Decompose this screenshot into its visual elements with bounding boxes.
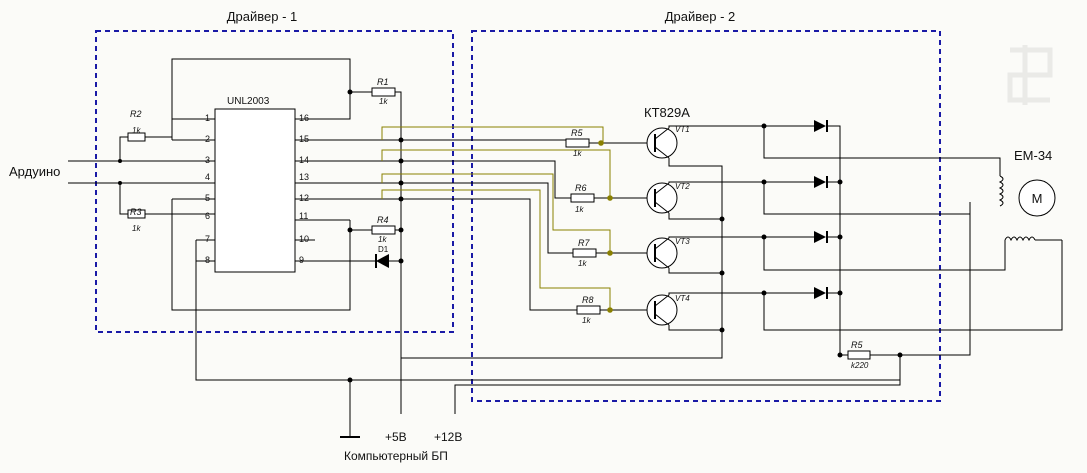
transistor-type: КТ829А	[644, 105, 690, 120]
junctions	[347, 89, 404, 383]
stage-2: R6 1k VT2	[570, 182, 690, 214]
junction	[607, 195, 613, 201]
r3-value: 1k	[132, 224, 141, 233]
r1-ref: R1	[377, 77, 389, 87]
stage-r-value: 1k	[582, 316, 591, 325]
r1-resistor	[371, 87, 396, 97]
emitter-collector-wires	[401, 125, 1063, 414]
motor-coils	[998, 175, 1062, 242]
ic-pin-number: 11	[299, 211, 308, 221]
motor-symbol	[1018, 179, 1056, 217]
olive-wires	[381, 126, 611, 310]
r4-resistor	[371, 225, 396, 235]
ic-pin-number: 14	[299, 155, 309, 165]
ic-pin-number: 9	[299, 255, 304, 265]
ic-pin-number: 5	[205, 193, 210, 203]
r6-resistor	[570, 193, 595, 203]
r3-ref: R3	[130, 207, 142, 217]
ic-pin-number: 2	[205, 134, 210, 144]
junction	[118, 159, 122, 163]
stage-1: R5 1k VT1	[565, 125, 690, 159]
vt2-transistor	[646, 182, 678, 214]
stage-r-ref: R8	[582, 295, 594, 305]
r2-value: 1k	[132, 126, 141, 135]
motor-name: ЕМ-34	[1014, 148, 1052, 163]
junction	[607, 250, 613, 256]
r2-resistor	[127, 132, 146, 142]
stage-r-ref: R7	[578, 238, 590, 248]
vt1-transistor	[646, 127, 678, 159]
stage-r-value: 1k	[573, 149, 582, 158]
ic-pin-number: 6	[205, 211, 210, 221]
ic-pin-number: 13	[299, 172, 309, 182]
junction	[598, 140, 604, 146]
arduino-label: Ардуино	[9, 164, 60, 179]
r3-resistor	[127, 209, 146, 219]
ic-pin-number: 12	[299, 193, 309, 203]
junction	[607, 307, 613, 313]
junctions-d2	[719, 123, 903, 358]
arduino-input-wires	[68, 160, 215, 184]
vt-ref: VT3	[675, 237, 690, 246]
output-wires	[390, 139, 577, 311]
r4-value: 1k	[378, 235, 387, 244]
ic-pin-number: 4	[205, 172, 210, 182]
watermark-logo	[1007, 45, 1053, 105]
d1-diode	[375, 254, 401, 268]
ic-loop-wires	[171, 58, 722, 437]
v5-label: +5В	[385, 430, 407, 444]
stage-3: R7 1k VT3	[572, 237, 690, 269]
r-sense-resistor	[847, 350, 871, 360]
r5-resistor	[565, 138, 590, 148]
r-sense-value: k220	[851, 361, 869, 370]
ic-pin-number: 16	[299, 113, 309, 123]
uln2003-chip	[214, 108, 296, 273]
d1-ref: D1	[378, 245, 389, 254]
driver1-title: Драйвер - 1	[227, 9, 298, 24]
stage-4: R8 1k VT4	[576, 294, 690, 326]
ic-name: UNL2003	[227, 96, 270, 107]
vt-ref: VT4	[675, 294, 690, 303]
ic-pin-number: 3	[205, 155, 210, 165]
vt-ref: VT2	[675, 182, 690, 191]
ic-pin-number: 8	[205, 255, 210, 265]
flyback-diodes	[814, 120, 828, 299]
ic-right-pin-leads	[295, 118, 400, 262]
vt3-transistor	[646, 237, 678, 269]
vt-ref: VT1	[675, 125, 690, 134]
r7-resistor	[572, 248, 597, 258]
driver1-frame	[95, 30, 454, 333]
r8-resistor	[576, 305, 601, 315]
r-sense-ref: R5	[851, 340, 863, 350]
ic-left-pin-leads	[172, 139, 215, 262]
ic-pin-number: 10	[299, 234, 309, 244]
v12-label: +12В	[434, 430, 462, 444]
r2-ref: R2	[130, 109, 142, 119]
stage-r-value: 1k	[575, 205, 584, 214]
stage-r-ref: R5	[571, 128, 583, 138]
stage-r-value: 1k	[578, 259, 587, 268]
ic-pin-number: 7	[205, 234, 210, 244]
vt4-transistor	[646, 294, 678, 326]
driver2-frame	[471, 30, 941, 402]
junction	[118, 181, 122, 185]
ic-pin-number: 1	[205, 113, 210, 123]
r1-value: 1k	[379, 97, 388, 106]
motor-letter: M	[1032, 191, 1043, 206]
stage-r-ref: R6	[575, 183, 587, 193]
psu-label: Компьютерный БП	[344, 449, 448, 463]
ic-pin-number: 15	[299, 134, 309, 144]
driver2-title: Драйвер - 2	[665, 9, 736, 24]
r4-ref: R4	[377, 215, 389, 225]
